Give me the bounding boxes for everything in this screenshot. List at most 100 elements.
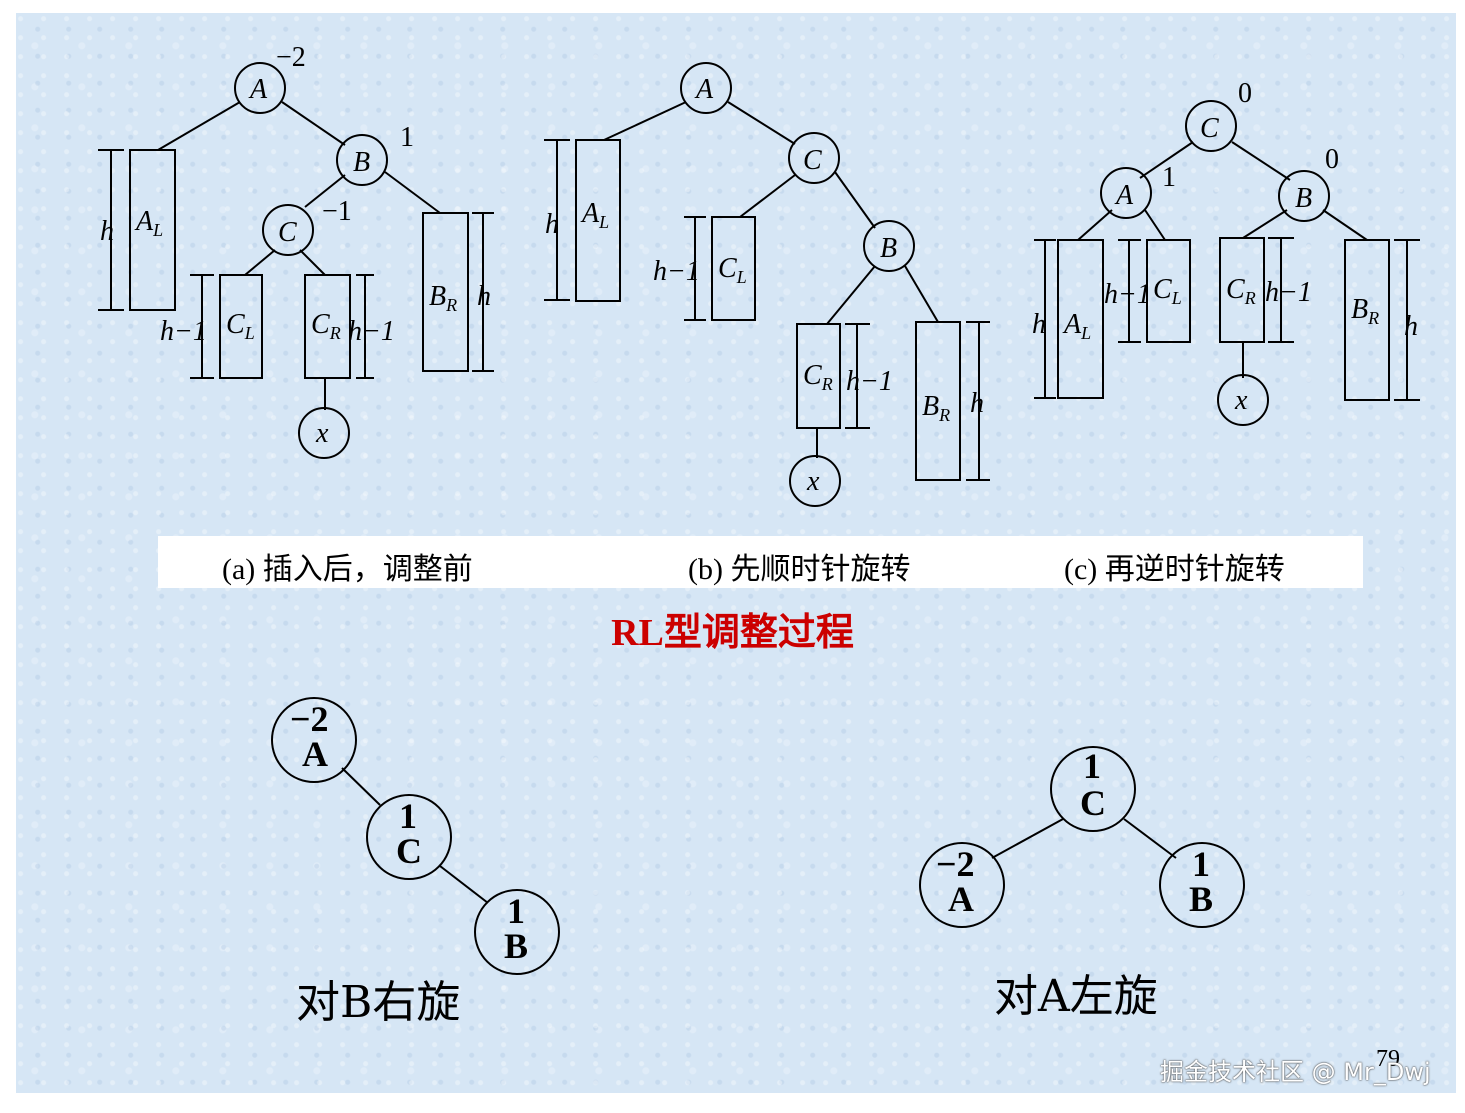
bf-c-C: 0	[1238, 78, 1252, 109]
node-b-C	[788, 132, 840, 184]
subtree-c-CL-label: CL	[1153, 274, 1182, 308]
node-a-B-label: B	[353, 147, 370, 178]
subtree-c-AL	[1057, 239, 1104, 399]
bracket-c-CL	[1118, 239, 1141, 343]
bf-a-B: 1	[400, 122, 414, 153]
subtree-a-CR	[304, 274, 351, 379]
edge-a-C-CR	[299, 249, 326, 276]
caption-bar	[158, 536, 1363, 588]
node-a-B	[336, 134, 388, 186]
height-c-AL: h	[1032, 309, 1046, 340]
height-b-AL: h	[545, 209, 559, 240]
node-right-C-label: C	[1080, 783, 1106, 823]
edge-a-A-B	[281, 101, 346, 146]
edge-right-C-A	[991, 818, 1064, 859]
subtree-b-BR	[915, 321, 961, 481]
subtree-b-CR-label: CR	[803, 360, 833, 394]
subtree-a-CR-label: CR	[311, 309, 341, 343]
edge-b-A-C	[727, 101, 796, 145]
subtree-a-AL	[129, 149, 176, 311]
diagram-b: A C B x AL CL CR BR h h−1 h−1 h	[544, 62, 990, 507]
node-right-A	[919, 842, 1005, 928]
bf-c-A: 1	[1162, 162, 1176, 193]
page-number: 79	[1376, 1046, 1400, 1072]
bf-left-B: 1	[507, 891, 525, 931]
node-c-B	[1278, 170, 1330, 222]
subtree-b-CR	[796, 323, 841, 429]
node-left-C	[366, 794, 452, 880]
subtree-b-CL-label: CL	[718, 253, 747, 287]
subtree-a-BR-label: BR	[429, 281, 457, 315]
node-b-x-label: x	[806, 466, 820, 497]
diagram-a: A B C x −2 1 −1 AL CL CR BR h h−1 h−1 h	[98, 42, 494, 459]
bracket-a-AL	[98, 149, 124, 311]
subtree-c-BR	[1344, 239, 1390, 401]
height-c-CL: h−1	[1104, 279, 1151, 310]
bf-right-C: 1	[1083, 746, 1101, 786]
bracket-b-CL	[684, 216, 706, 321]
subtree-b-BR-label: BR	[922, 391, 950, 425]
bracket-a-CR	[356, 274, 374, 379]
caption-c: (c) 再逆时针旋转	[1064, 553, 1285, 586]
label-rotate-A-left: 对A左旋	[994, 971, 1158, 1022]
label-rotate-B-right: 对B右旋	[296, 977, 461, 1028]
node-left-B-label: B	[504, 926, 528, 966]
node-c-x-label: x	[1234, 385, 1248, 416]
edge-c-A-CL	[1144, 209, 1166, 241]
edge-left-A-C	[341, 767, 381, 806]
subtree-c-BR-label: BR	[1351, 294, 1379, 328]
height-a-CR: h−1	[348, 316, 395, 347]
node-c-B-label: B	[1295, 183, 1312, 214]
subtree-a-AL-label: AL	[134, 206, 163, 240]
edge-a-C-CL	[244, 249, 276, 276]
subtree-b-CL	[711, 216, 756, 321]
bracket-c-CR	[1268, 237, 1294, 343]
small-tree-left: −2 A 1 C 1 B	[271, 697, 560, 975]
edge-b-B-CR	[826, 265, 876, 325]
node-left-A-label: A	[302, 734, 328, 774]
height-b-CL: h−1	[653, 256, 700, 287]
diagram-c: C A B x 0 1 0 AL CL CR BR h h−1 h−1 h	[1032, 78, 1420, 426]
edge-b-C-B	[834, 171, 876, 229]
node-a-C-label: C	[278, 217, 297, 248]
watermark: 掘金技术社区 @ Mr_Dwj	[1160, 1058, 1431, 1086]
node-right-B-label: B	[1189, 879, 1213, 919]
bf-left-A: −2	[290, 699, 329, 739]
edge-c-A-AL	[1077, 209, 1113, 241]
node-b-A	[680, 62, 732, 114]
bracket-b-CR	[845, 323, 870, 429]
node-right-B	[1159, 842, 1245, 928]
bracket-c-BR	[1394, 239, 1420, 401]
node-b-B-label: B	[880, 233, 897, 264]
height-c-CR: h−1	[1265, 277, 1312, 308]
subtree-c-CL	[1146, 239, 1191, 343]
slide-title: RL型调整过程	[611, 612, 854, 654]
edge-a-B-BR	[384, 171, 441, 214]
subtree-a-BR	[422, 212, 469, 372]
bf-left-C: 1	[399, 796, 417, 836]
edge-b-A-AL	[603, 101, 687, 141]
edge-left-C-B	[439, 865, 489, 904]
node-a-C	[262, 204, 314, 256]
subtree-c-CR-label: CR	[1226, 274, 1256, 308]
caption-a: (a) 插入后，调整前	[222, 553, 473, 586]
node-a-x	[298, 407, 350, 459]
height-a-CL: h−1	[160, 316, 207, 347]
height-b-CR: h−1	[846, 366, 893, 397]
caption-b: (b) 先顺时针旋转	[688, 553, 911, 586]
node-c-C	[1185, 100, 1237, 152]
bf-c-B: 0	[1325, 144, 1339, 175]
edge-c-B-CR	[1242, 209, 1288, 239]
height-c-BR: h	[1404, 311, 1418, 342]
node-c-C-label: C	[1200, 113, 1219, 144]
node-c-A-label: A	[1114, 180, 1134, 211]
node-right-C	[1050, 746, 1136, 832]
bf-a-A: −2	[276, 42, 306, 73]
node-left-C-label: C	[396, 831, 422, 871]
edge-b-B-BR	[904, 265, 939, 323]
bracket-c-AL	[1034, 239, 1056, 399]
node-b-x	[789, 455, 841, 507]
edge-c-C-B	[1231, 141, 1291, 181]
subtree-b-AL-label: AL	[580, 198, 609, 232]
